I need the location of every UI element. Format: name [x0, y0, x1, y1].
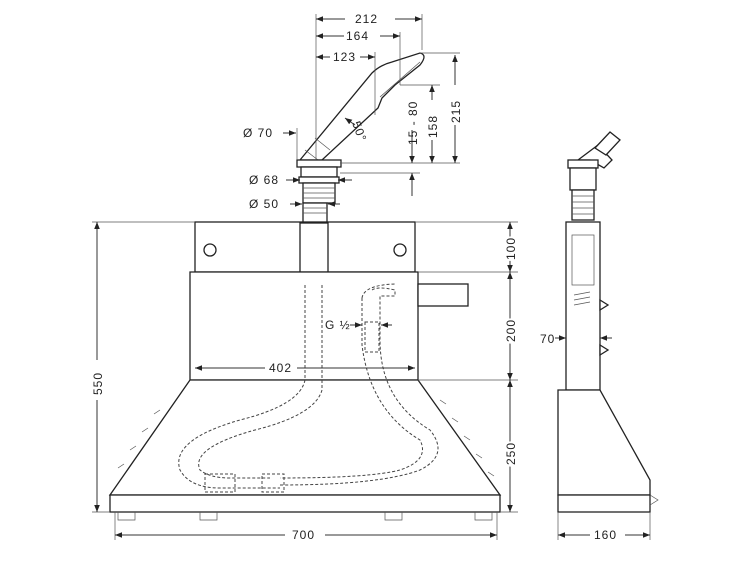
side-view: 70 160: [540, 131, 659, 542]
top-dimensions: 212 164 123: [316, 12, 422, 160]
dim-215: 215: [449, 100, 463, 123]
dim-dia-70: Ø 70: [243, 126, 273, 140]
dim-15-80: 15 - 80: [406, 101, 420, 145]
dim-700: 700: [292, 528, 315, 542]
shower-height-dimensions: 15 - 80 158 215 50°: [340, 53, 463, 196]
dim-dia-50: Ø 50: [249, 197, 279, 211]
body-dimensions: G ½ 402 550 100 200 250 700: [91, 222, 520, 542]
dim-200: 200: [504, 319, 518, 342]
dim-100: 100: [504, 237, 518, 260]
diameter-dimensions: Ø 70 Ø 68 Ø 50: [243, 126, 352, 211]
dim-angle: 50°: [349, 119, 369, 144]
dim-550: 550: [91, 372, 105, 395]
hoses: [178, 283, 439, 493]
dim-side-70: 70: [540, 332, 555, 346]
dim-250: 250: [504, 442, 518, 465]
dim-160: 160: [594, 528, 617, 542]
dim-dia-68: Ø 68: [249, 173, 279, 187]
dim-164: 164: [346, 29, 369, 43]
dim-212: 212: [355, 12, 378, 26]
dim-thread: G ½: [325, 318, 351, 332]
dim-158: 158: [426, 115, 440, 138]
body-front: [108, 221, 502, 521]
dim-402: 402: [269, 361, 292, 375]
dim-123: 123: [333, 50, 356, 64]
